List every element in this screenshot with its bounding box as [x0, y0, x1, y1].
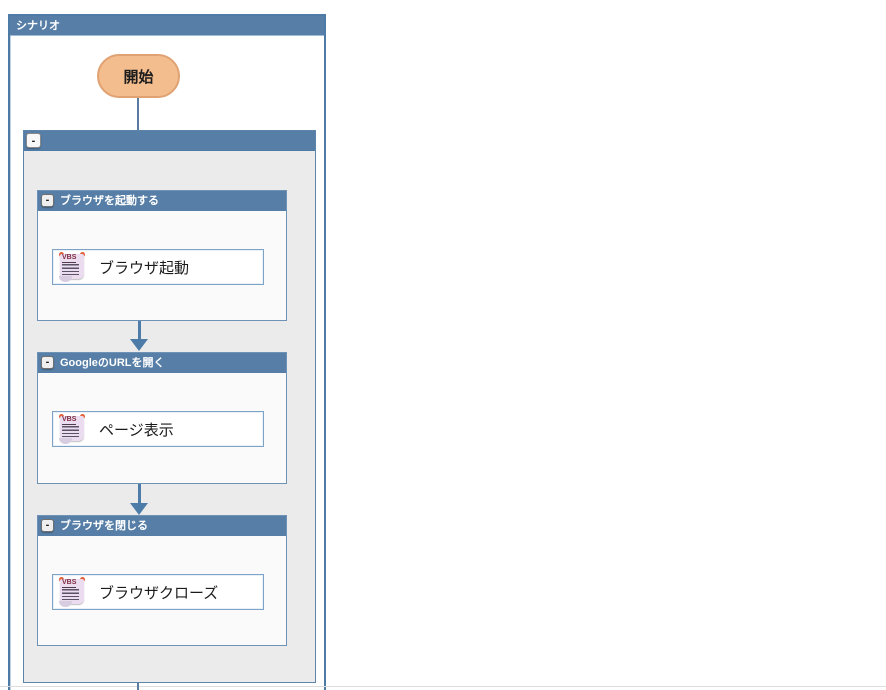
flow-arrow-down	[130, 321, 148, 351]
action-node-label: ページ表示	[99, 421, 174, 439]
group-launch-browser: - ブラウザを起動する VBS ブラウザ起動	[37, 190, 287, 321]
scenario-panel: シナリオ 開始 - - ブラウザを起動する VBS	[8, 14, 326, 690]
collapse-button[interactable]: -	[41, 519, 54, 532]
vbs-icon-label: VBS	[62, 416, 77, 425]
vbs-icon-label: VBS	[62, 254, 77, 263]
script-lines	[62, 264, 79, 275]
collapse-button[interactable]: -	[41, 194, 54, 207]
group-header[interactable]: - GoogleのURLを開く	[38, 353, 286, 373]
vbs-script-icon: VBS	[59, 414, 85, 444]
action-node-browser-close[interactable]: VBS ブラウザクローズ	[52, 574, 264, 610]
group-header[interactable]: - ブラウザを起動する	[38, 191, 286, 211]
group-title: GoogleのURLを開く	[60, 357, 165, 369]
group-title: ブラウザを閉じる	[60, 520, 148, 532]
group-open-google-url: - GoogleのURLを開く VBS ページ表示	[37, 352, 287, 484]
connector-start-line	[137, 98, 139, 131]
outer-group: - - ブラウザを起動する VBS ブラウザ起動	[23, 130, 316, 683]
scroll-curl	[59, 438, 72, 444]
flow-arrow-down	[130, 484, 148, 515]
collapse-button[interactable]: -	[41, 356, 54, 369]
connector-bottom-line	[137, 683, 139, 690]
group-header[interactable]: - ブラウザを閉じる	[38, 516, 286, 536]
group-title: ブラウザを起動する	[60, 195, 159, 207]
outer-group-header[interactable]: -	[24, 131, 315, 151]
action-node-label: ブラウザ起動	[99, 259, 190, 277]
script-lines	[62, 589, 79, 600]
arrow-shaft	[137, 484, 141, 503]
scroll-curl	[59, 601, 72, 607]
action-node-label: ブラウザクローズ	[99, 584, 219, 602]
scenario-panel-title: シナリオ	[10, 16, 324, 36]
window-edge-divider	[0, 686, 886, 687]
action-node-browser-start[interactable]: VBS ブラウザ起動	[52, 249, 264, 285]
scroll-curl	[59, 276, 72, 282]
script-lines	[62, 426, 79, 437]
arrow-shaft	[137, 321, 141, 339]
arrow-head-icon	[130, 339, 148, 351]
vbs-script-icon: VBS	[59, 577, 85, 607]
action-node-page-display[interactable]: VBS ページ表示	[52, 411, 264, 447]
vbs-script-icon: VBS	[59, 252, 85, 282]
start-node[interactable]: 開始	[97, 54, 180, 98]
arrow-head-icon	[130, 503, 148, 515]
group-close-browser: - ブラウザを閉じる VBS ブラウザクローズ	[37, 515, 287, 646]
collapse-button[interactable]: -	[26, 133, 41, 148]
vbs-icon-label: VBS	[62, 579, 77, 588]
